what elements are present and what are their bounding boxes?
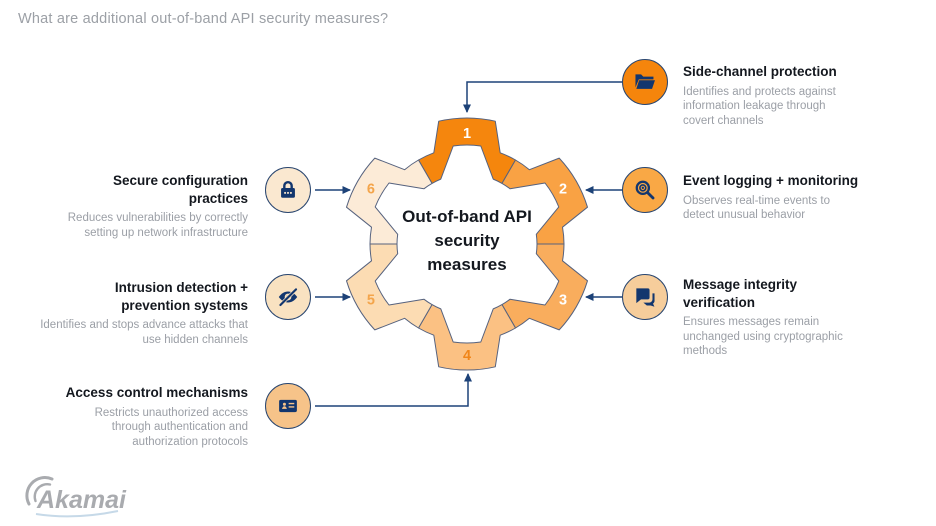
diagram-center-title: Out-of-band API security measures <box>402 207 532 274</box>
logo-swoosh <box>35 510 119 518</box>
page-title: What are additional out-of-band API secu… <box>18 11 389 27</box>
item-title: Secure configuration practices <box>112 173 248 206</box>
item-description: Restricts unauthorized access through au… <box>94 406 248 448</box>
lock-icon <box>281 181 295 198</box>
item-event-logging-monitoring: Event logging + monitoring Observes real… <box>683 172 873 223</box>
connector-arrow-4 <box>315 373 472 407</box>
eye-off-icon <box>278 288 298 307</box>
item-side-channel-protection: Side-channel protection Identifies and p… <box>683 63 865 128</box>
item-title: Access control mechanisms <box>65 385 248 400</box>
item-icon-badge-1 <box>622 59 668 105</box>
gear-segment-3 <box>501 243 588 331</box>
gear-segment-number-2: 2 <box>559 182 567 198</box>
item-icon-badge-3 <box>622 274 668 320</box>
item-title: Message integrity verification <box>683 277 798 310</box>
gear-segment-4 <box>418 304 516 371</box>
item-icon-badge-4 <box>265 383 311 429</box>
gear-segment-5 <box>346 243 433 331</box>
item-icon-badge-2 <box>622 167 668 213</box>
gear-segment-2 <box>501 157 588 245</box>
item-intrusion-detection-prevention: Intrusion detection + prevention systems… <box>38 279 248 347</box>
item-description: Ensures messages remain unchanged using … <box>683 316 843 357</box>
item-message-integrity-verification: Message integrity verification Ensures m… <box>683 276 853 359</box>
magnifier-monitoring-icon <box>635 180 655 200</box>
item-description: Identifies and stops advance attacks tha… <box>40 319 248 346</box>
id-card-icon <box>279 399 297 413</box>
connector-arrow-1 <box>463 81 625 113</box>
item-title: Side-channel protection <box>683 64 837 79</box>
item-description: Observes real-time events to detect unus… <box>683 194 831 222</box>
gear-segment-number-6: 6 <box>367 182 375 198</box>
item-description: Identifies and protects against informat… <box>683 85 836 127</box>
akamai-logo: Akamai <box>16 472 136 526</box>
item-secure-configuration-practices: Secure configuration practices Reduces v… <box>58 172 248 240</box>
gear-segment-number-3: 3 <box>559 293 567 309</box>
logo-text: Akamai <box>36 486 127 514</box>
logo-inner-arc <box>33 482 52 503</box>
chat-bubbles-icon <box>636 288 655 307</box>
item-icon-badge-6 <box>265 167 311 213</box>
folder-open-icon <box>635 74 655 89</box>
gear-segment-number-1: 1 <box>463 126 471 142</box>
logo-outer-arc <box>25 476 54 506</box>
gear-segment-6 <box>346 157 433 245</box>
gear-segment-1 <box>418 117 516 184</box>
item-access-control-mechanisms: Access control mechanisms Restricts unau… <box>48 384 248 449</box>
item-description: Reduces vulnerabilities by correctly set… <box>67 212 248 239</box>
item-icon-badge-5 <box>265 274 311 320</box>
gear-segment-number-5: 5 <box>367 293 375 309</box>
gear-segment-number-4: 4 <box>463 348 471 364</box>
item-title: Intrusion detection + prevention systems <box>114 280 248 313</box>
item-title: Event logging + monitoring <box>683 173 859 188</box>
